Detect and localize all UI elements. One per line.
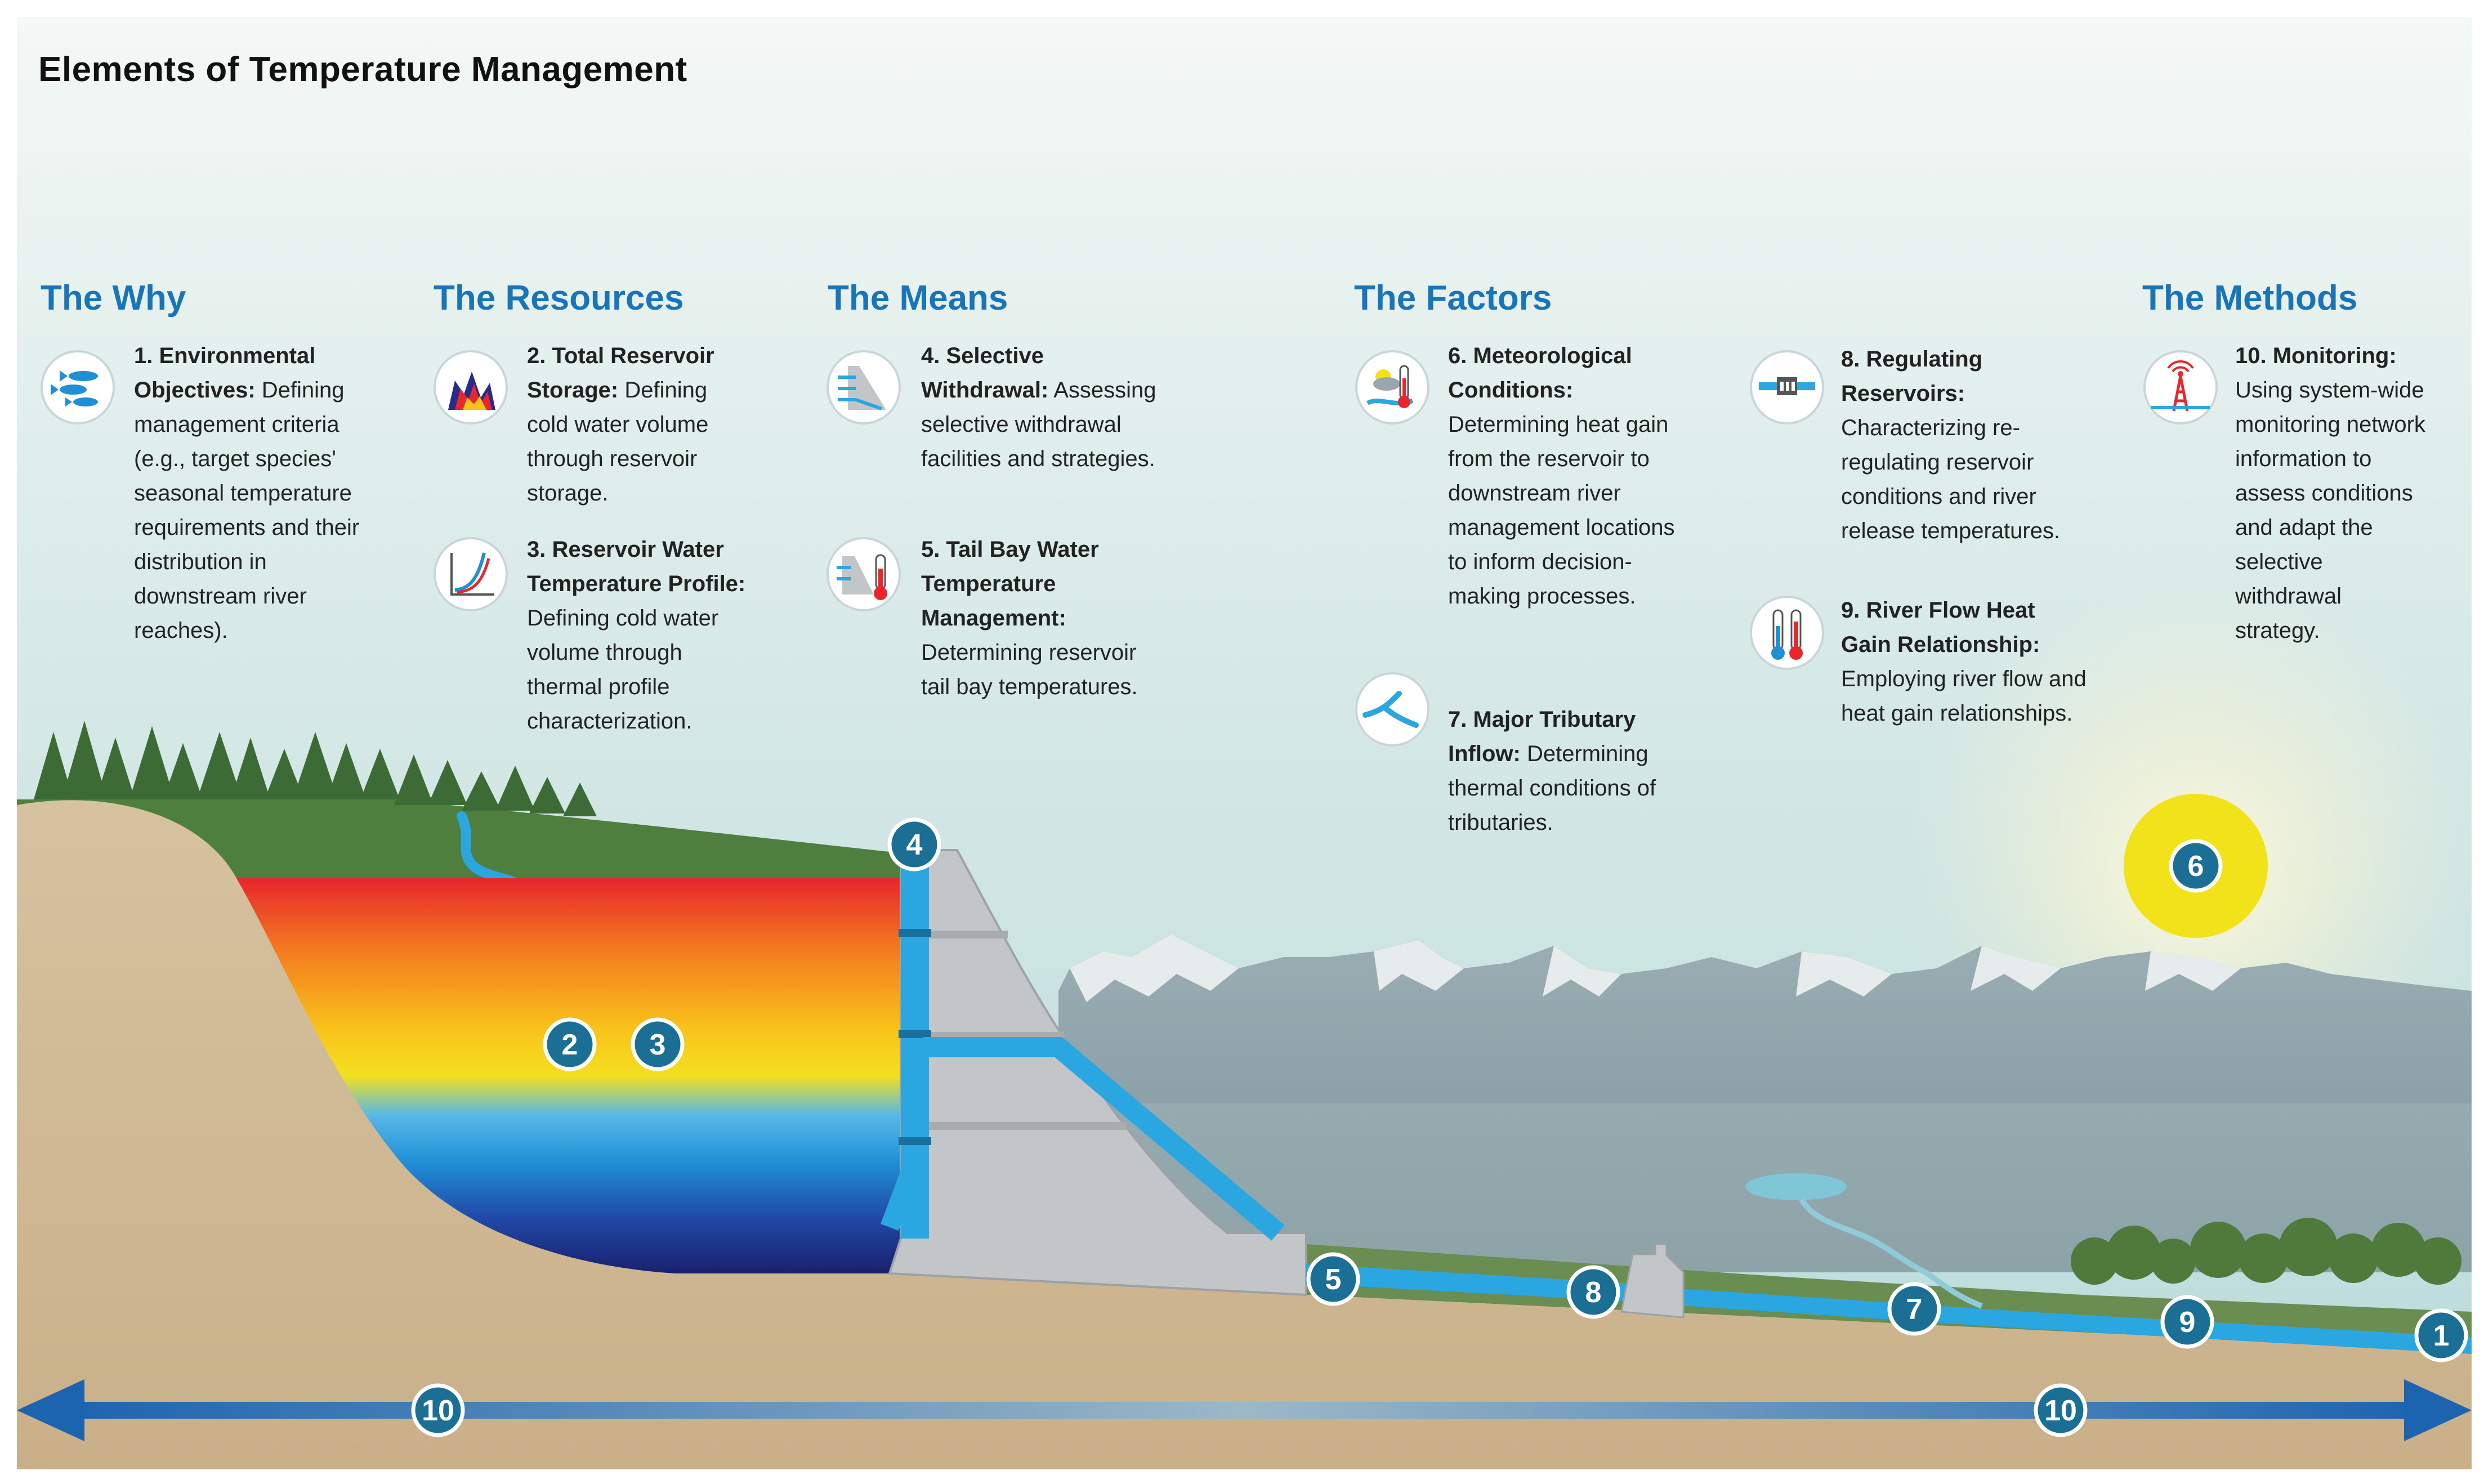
item-4-description: Assessing selective withdrawal facilitie… [921, 378, 1156, 471]
monitoring-arrow-right-head [2404, 1379, 2472, 1441]
fish-icon [41, 350, 115, 424]
item-8-name: Regulating Reservoirs: [1841, 347, 1983, 406]
badge-10-b: 10 [2034, 1383, 2088, 1437]
item-7-name: Major Tributary Inflow: [1448, 707, 1636, 766]
badge-label: 5 [1325, 1263, 1342, 1296]
forest-trees [34, 721, 597, 816]
mountain-snow [1070, 935, 2241, 1002]
item-7-number: 7. [1448, 707, 1467, 732]
tributary-stream [1799, 1197, 1983, 1309]
badge-label: 10 [2044, 1394, 2077, 1427]
item-5-text: 5. Tail Bay Water Temperature Management… [921, 533, 1163, 704]
badge-label: 7 [1906, 1293, 1923, 1326]
item-3-description: Defining cold water volume through therm… [527, 606, 719, 734]
tower-base [881, 1156, 924, 1231]
badge-label: 9 [2179, 1306, 2196, 1339]
tributary-icon [1355, 672, 1429, 747]
reservoir-water [236, 878, 901, 1273]
badge-2: 2 [543, 1017, 597, 1071]
item-3-name: Reservoir Water Temperature Profile: [527, 537, 746, 596]
item-6-number: 6. [1448, 343, 1467, 368]
badge-5: 5 [1306, 1252, 1360, 1306]
badge-8: 8 [1566, 1265, 1620, 1319]
item-10-number: 10. [2235, 343, 2267, 368]
item-3-text: 3. Reservoir Water Temperature Profile: … [527, 533, 752, 739]
badge-3: 3 [631, 1017, 685, 1071]
item-9-number: 9. [1841, 598, 1860, 623]
item-5-description: Determining reservoir tail bay temperatu… [921, 640, 1138, 699]
badge-label: 2 [562, 1029, 578, 1061]
heading-the-resources: The Resources [434, 279, 684, 318]
item-1-text: 1. Environmental Objectives: Defining ma… [134, 339, 393, 648]
badge-7: 7 [1887, 1282, 1941, 1336]
item-8-text: 8. Regulating Reservoirs: Characterizing… [1841, 342, 2083, 548]
heading-the-why: The Why [41, 279, 186, 318]
withdrawal-ports [899, 929, 931, 1145]
badge-1: 1 [2414, 1308, 2468, 1362]
tailbay-thermometer-icon [826, 537, 901, 611]
thermometer-icon [1750, 596, 1824, 670]
badge-9: 9 [2160, 1295, 2214, 1349]
penstock [923, 1037, 1285, 1241]
item-1-number: 1. [134, 343, 153, 368]
item-4-text: 4. Selective Withdrawal: Assessing selec… [921, 339, 1163, 476]
heading-the-methods: The Methods [2142, 279, 2358, 318]
storage-chart-icon [434, 350, 508, 424]
badge-10: 10 [411, 1383, 465, 1437]
weather-thermometer-icon [1355, 350, 1429, 424]
heading-the-means: The Means [828, 279, 1008, 318]
item-2-number: 2. [527, 343, 546, 368]
item-6-name: Meteorological Conditions: [1448, 343, 1632, 403]
badge-label: 3 [650, 1029, 666, 1061]
ground [17, 800, 2472, 1469]
withdrawal-icon [826, 350, 901, 424]
tributary-lake [1745, 1173, 1847, 1200]
item-9-text: 9. River Flow Heat Gain Relationship: Em… [1841, 593, 2089, 731]
badge-label: 4 [906, 829, 923, 861]
item-1-name: Environmental Objectives: [134, 343, 316, 403]
item-2-name: Total Reservoir Storage: [527, 343, 714, 403]
item-9-name: River Flow Heat Gain Relationship: [1841, 598, 2040, 657]
item-2-text: 2. Total Reservoir Storage: Defining col… [527, 339, 752, 511]
item-8-number: 8. [1841, 347, 1860, 372]
diagram-title: Elements of Temperature Management [38, 50, 687, 89]
monitoring-arrow-left-head [17, 1379, 84, 1441]
item-2-description: Defining cold water volume through reser… [527, 378, 709, 506]
item-5-name: Tail Bay Water Temperature Management: [921, 537, 1099, 631]
badge-4: 4 [887, 817, 941, 871]
item-4-number: 4. [921, 343, 940, 368]
item-9-description: Employing river flow and heat gain relat… [1841, 667, 2087, 726]
regulating-dam [1620, 1243, 1685, 1318]
item-10-description: Using system-wide monitoring network inf… [2235, 378, 2425, 643]
item-10-name: Monitoring: [2272, 343, 2397, 368]
monitoring-tower-icon [2143, 350, 2218, 424]
item-5-number: 5. [921, 537, 940, 562]
regulating-dam-icon [1750, 350, 1824, 424]
item-1-description: Defining management criteria (e.g., targ… [134, 378, 360, 643]
item-6-description: Determining heat gain from the reservoir… [1448, 412, 1675, 609]
item-3-number: 3. [527, 537, 546, 562]
downstream-trees [2071, 1218, 2461, 1285]
mountain-range [1058, 935, 2472, 1272]
item-4-name: Selective Withdrawal: [921, 343, 1049, 403]
item-8-description: Characterizing re-regulating reservoir c… [1841, 415, 2061, 543]
badge-6: 6 [2169, 839, 2223, 893]
badge-label: 10 [422, 1394, 454, 1427]
badge-label: 6 [2188, 850, 2204, 883]
badge-label: 1 [2433, 1320, 2450, 1352]
badge-label: 8 [1585, 1276, 1602, 1309]
heading-the-factors: The Factors [1354, 279, 1552, 318]
item-7-text: 7. Major Tributary Inflow: Determining t… [1448, 703, 1707, 840]
item-10-text: 10. Monitoring: Using system-wide monito… [2235, 339, 2427, 648]
item-7-description: Determining thermal conditions of tribut… [1448, 741, 1656, 835]
item-6-text: 6. Meteorological Conditions: Determinin… [1448, 339, 1690, 614]
profile-chart-icon [434, 537, 508, 611]
